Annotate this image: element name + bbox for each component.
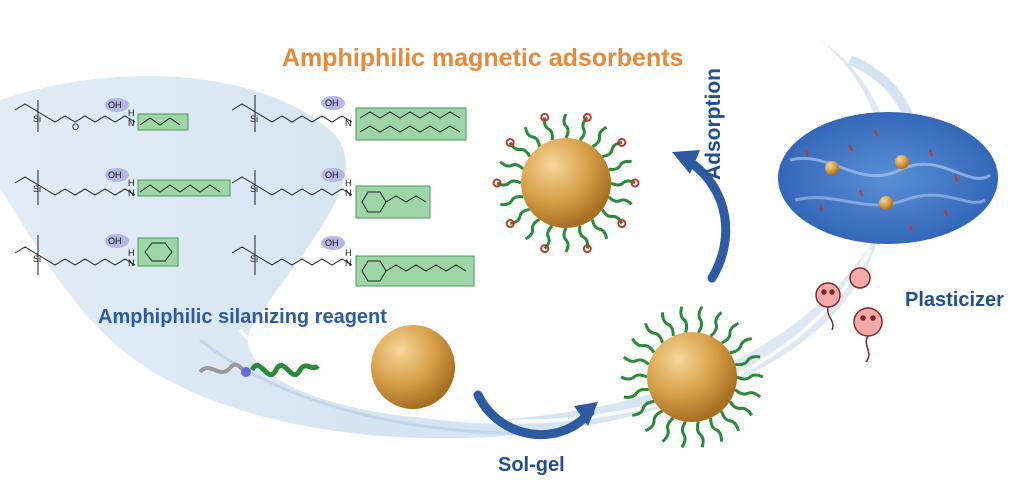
h-label: H bbox=[345, 178, 352, 188]
chain-mark bbox=[623, 387, 650, 399]
adsorption-label: Adsorption bbox=[702, 68, 725, 180]
si-label: Si bbox=[33, 254, 41, 264]
chain-mark bbox=[496, 179, 522, 187]
n-label: N bbox=[128, 118, 135, 128]
chain-mark bbox=[720, 410, 740, 432]
h-label: H bbox=[128, 108, 135, 118]
structure-cyclohexyl bbox=[14, 234, 179, 275]
chain-mark bbox=[562, 113, 570, 139]
chain-mark bbox=[680, 420, 687, 449]
chain-mark bbox=[524, 218, 541, 241]
structure-octyl bbox=[14, 168, 231, 205]
chain-mark bbox=[734, 388, 762, 399]
chain-mark bbox=[644, 409, 664, 433]
oh-label: OH bbox=[325, 98, 339, 108]
chain-mark bbox=[562, 227, 570, 253]
solgel-label: Sol-gel bbox=[498, 454, 565, 476]
h-label: H bbox=[128, 178, 135, 188]
oh-label: OH bbox=[325, 238, 339, 248]
loaded-nanoparticle-icon bbox=[492, 112, 640, 254]
pollutant-mark bbox=[540, 244, 550, 254]
chain-mark bbox=[720, 321, 740, 345]
si-label: Si bbox=[250, 184, 258, 194]
structure-butylphenyl bbox=[231, 168, 431, 219]
chain-mark bbox=[631, 337, 656, 354]
oh-label: OH bbox=[108, 170, 122, 180]
n-label: N bbox=[128, 188, 135, 198]
bare-nanoparticle-icon bbox=[371, 325, 455, 409]
pollutant-mark bbox=[630, 178, 640, 188]
polluted-water-disc-icon bbox=[778, 112, 998, 244]
oh-label: OH bbox=[325, 170, 339, 180]
pollutant-mark bbox=[617, 219, 627, 229]
chain-mark bbox=[736, 373, 764, 381]
pollutant-mark bbox=[617, 137, 627, 147]
o-label: O bbox=[72, 122, 79, 132]
wave-splash-icon bbox=[0, 40, 922, 439]
chain-mark bbox=[728, 400, 753, 417]
chain-mark bbox=[578, 225, 590, 249]
chain-mark bbox=[661, 416, 675, 443]
chain-mark bbox=[644, 322, 664, 344]
chain-mark bbox=[608, 159, 632, 171]
si-label: Si bbox=[33, 184, 41, 194]
si-label: Si bbox=[33, 114, 41, 124]
pollutant-mark bbox=[492, 178, 502, 188]
chain-mark bbox=[499, 160, 525, 171]
solgel-arrow-icon bbox=[473, 390, 598, 439]
chain-mark bbox=[632, 399, 655, 417]
chain-mark bbox=[508, 141, 531, 158]
chain-mark bbox=[709, 311, 723, 338]
chain-mark bbox=[695, 421, 705, 448]
n-label: N bbox=[345, 188, 352, 198]
silane-molecule-icon bbox=[198, 362, 320, 378]
chain-mark bbox=[590, 219, 609, 240]
structure-octylphenyl bbox=[231, 235, 475, 287]
pollutant-mark bbox=[505, 219, 515, 229]
si-label: Si bbox=[250, 254, 258, 264]
plasticizer-mascot-icon bbox=[815, 267, 883, 363]
chain-mark bbox=[509, 207, 530, 226]
n-label: N bbox=[128, 258, 135, 268]
chain-mark bbox=[607, 195, 633, 206]
chain-mark bbox=[591, 125, 608, 148]
pollutant-mark bbox=[540, 112, 550, 122]
plasticizer-label: Plasticizer bbox=[905, 289, 1004, 311]
reagent-label: Amphiphilic silanizing reagent bbox=[98, 306, 387, 328]
structure-dodecyl bbox=[231, 95, 467, 141]
chain-mark bbox=[578, 116, 589, 142]
chain-mark bbox=[734, 355, 761, 367]
functionalized-nanoparticle-icon bbox=[620, 305, 764, 449]
chain-mark bbox=[602, 140, 623, 159]
structure-butyl bbox=[14, 98, 189, 132]
chain-mark bbox=[500, 195, 524, 207]
pollutant-mark bbox=[582, 112, 592, 122]
n-label: N bbox=[345, 258, 352, 268]
si-label: Si bbox=[250, 114, 258, 124]
chain-mark bbox=[523, 126, 542, 147]
oh-label: OH bbox=[108, 236, 122, 246]
chain-mark bbox=[542, 117, 554, 141]
chain-mark bbox=[729, 337, 752, 355]
adsorption-arrow-icon bbox=[672, 150, 731, 283]
chain-mark bbox=[661, 312, 675, 337]
chain-mark bbox=[620, 373, 648, 381]
chain-mark bbox=[610, 179, 636, 187]
chain-mark bbox=[679, 306, 689, 333]
h-label: H bbox=[128, 248, 135, 258]
pollutant-mark bbox=[582, 244, 592, 254]
chain-mark bbox=[543, 224, 554, 250]
chain-mark bbox=[622, 355, 650, 366]
chain-mark bbox=[709, 417, 723, 442]
chain-mark bbox=[697, 305, 704, 334]
atom-labels: Si OH N H O Si OH N H Si OH N H Si OH N … bbox=[33, 98, 352, 268]
n-label: N bbox=[345, 118, 352, 128]
page-title: Amphiphilic magnetic adsorbents bbox=[282, 44, 684, 72]
oh-label: OH bbox=[108, 100, 122, 110]
chain-mark bbox=[601, 208, 624, 225]
h-label: H bbox=[345, 248, 352, 258]
silane-structures bbox=[14, 95, 475, 287]
pollutant-mark bbox=[505, 137, 515, 147]
